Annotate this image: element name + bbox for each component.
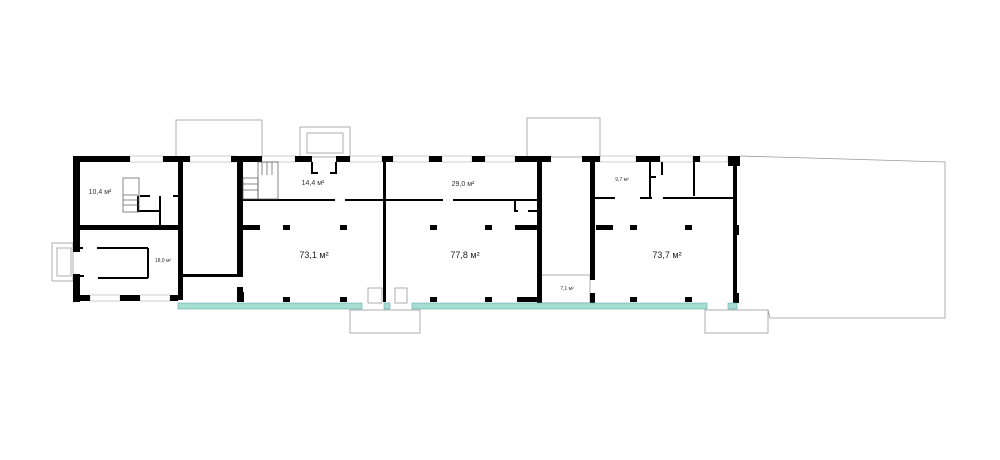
site-outlines	[51, 117, 946, 334]
room-area-label: 7,1 м²	[560, 286, 574, 292]
partitions	[80, 162, 733, 279]
room-area-label: 73,7 м²	[652, 250, 681, 260]
room-area-label: 9,7 м²	[615, 177, 629, 183]
room-area-label: 14,4 м²	[302, 180, 325, 187]
room-area-label: 10,4 м²	[89, 189, 112, 196]
room-labels: 10,4 м² 18,9 м² 14,4 м² 73,1 м² 29,0 м² …	[89, 177, 682, 292]
stairs	[122, 161, 279, 213]
room-area-label: 77,8 м²	[450, 250, 479, 260]
room-area-label: 73,1 м²	[299, 250, 328, 260]
room-area-label: 29,0 м²	[452, 181, 475, 188]
walls	[73, 156, 740, 304]
terrace	[177, 302, 738, 310]
room-area-label: 18,9 м²	[155, 258, 172, 264]
